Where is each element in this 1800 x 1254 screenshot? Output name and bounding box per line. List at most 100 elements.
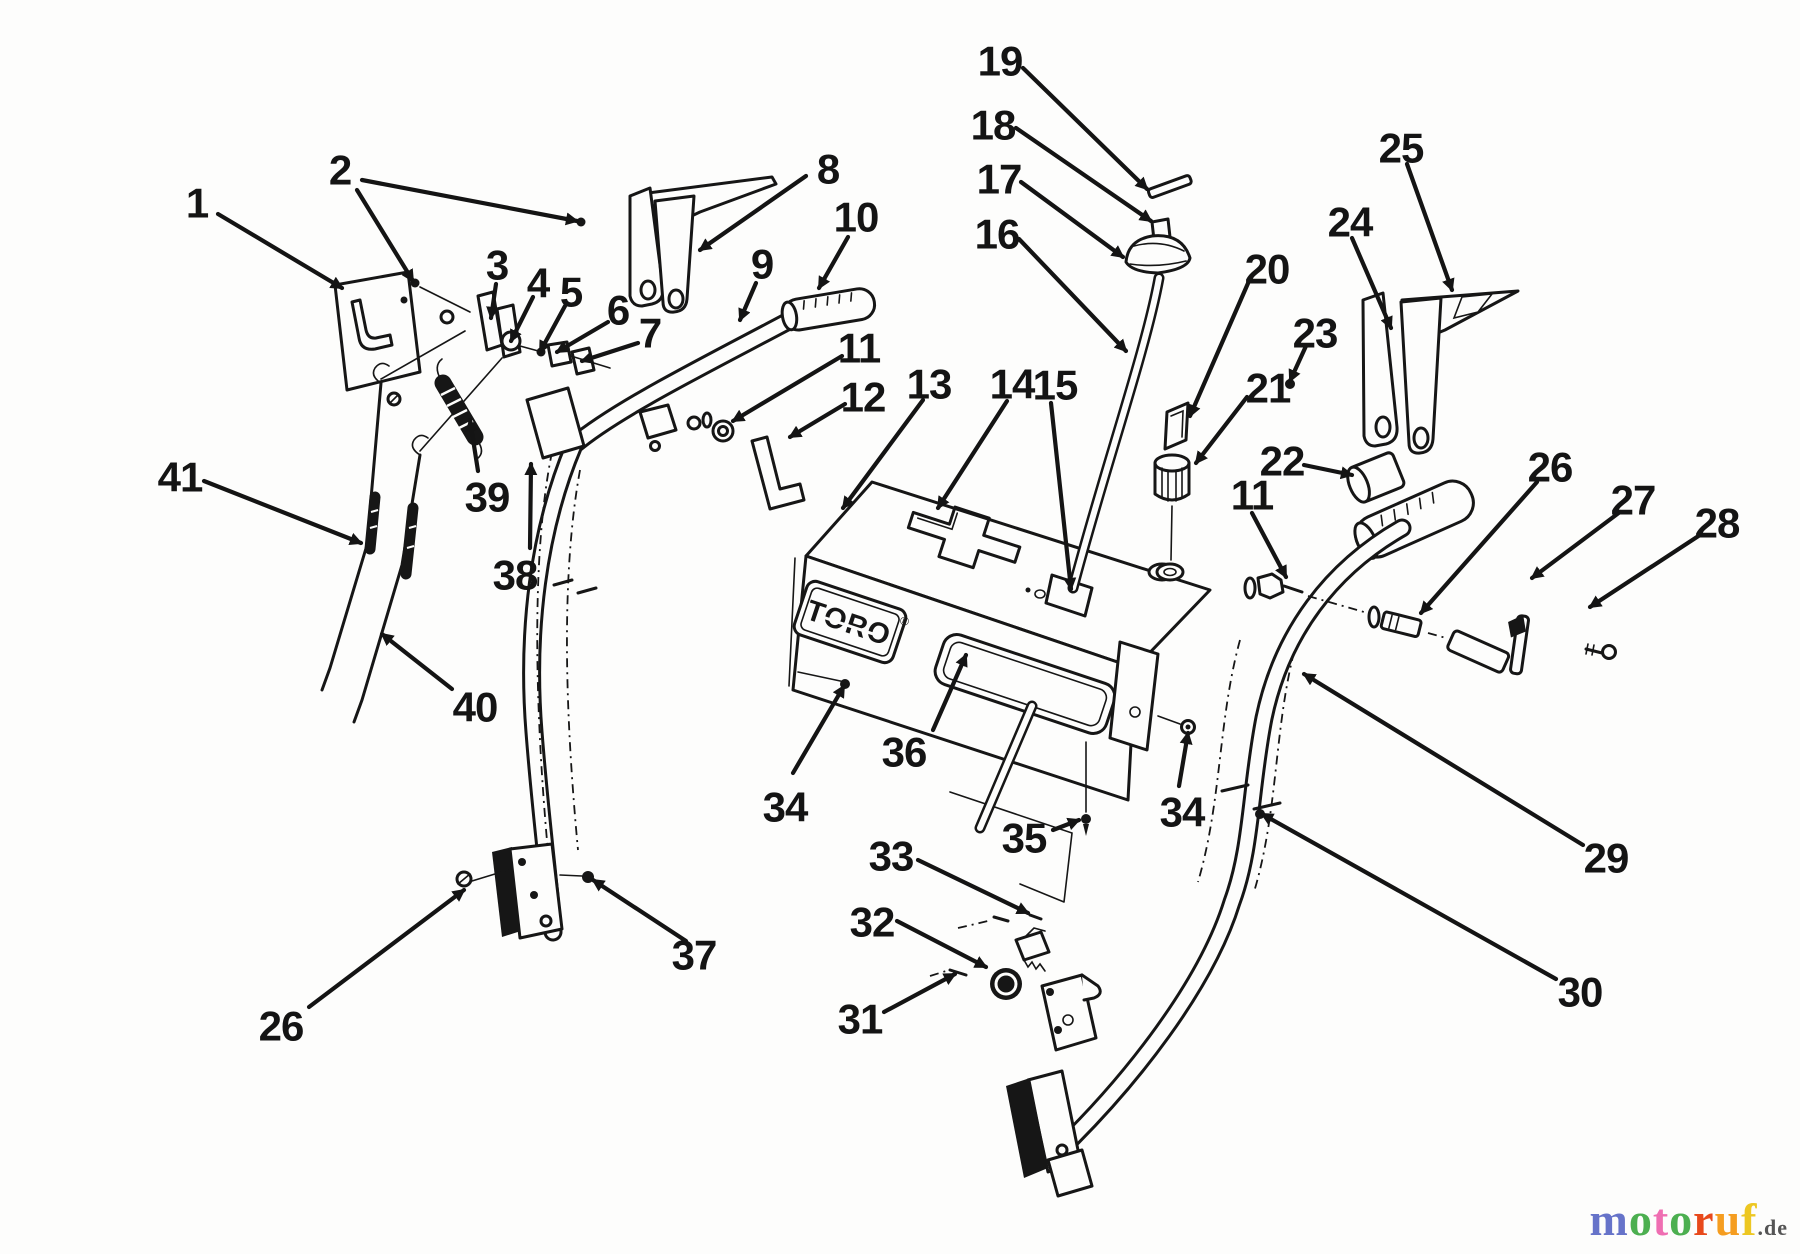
part-number-35: 35 — [1002, 815, 1047, 862]
callout-1: 1 — [186, 180, 345, 291]
leader-line-9 — [737, 280, 759, 323]
watermark-letter: m — [1589, 1194, 1629, 1245]
leader-line-14 — [935, 398, 1010, 511]
callout-23: 23 — [1287, 310, 1338, 384]
callout-38: 38 — [493, 461, 539, 599]
watermark-letter: u — [1714, 1194, 1742, 1245]
part-number-31: 31 — [838, 996, 883, 1043]
leader-line-13 — [840, 397, 926, 511]
o-ring — [1155, 562, 1185, 582]
callout-12: 12 — [787, 374, 886, 440]
part-number-26: 26 — [259, 1003, 304, 1050]
part-number-7: 7 — [639, 310, 661, 357]
shift-knob — [1124, 217, 1192, 275]
callout-34: 34 — [1160, 730, 1207, 836]
callout-3: 3 — [486, 242, 509, 321]
callout-9: 9 — [737, 241, 774, 323]
leader-line-7 — [579, 340, 641, 364]
part-number-36: 36 — [882, 729, 927, 776]
leader-line-34 — [1176, 730, 1193, 789]
part-number-4: 4 — [527, 260, 551, 307]
leader-line-35 — [1050, 817, 1082, 833]
callout-7: 7 — [579, 310, 662, 364]
part-number-27: 27 — [1611, 477, 1656, 524]
part-number-10: 10 — [834, 194, 879, 241]
leader-line-2 — [359, 177, 580, 226]
shift-lever — [974, 272, 1165, 834]
leader-line-3 — [486, 281, 500, 321]
callout-32: 32 — [850, 899, 989, 970]
callout-11: 11 — [1231, 472, 1289, 580]
callout-16: 16 — [975, 211, 1129, 354]
leader-line-40 — [379, 631, 455, 692]
watermark-letter: o — [1628, 1194, 1653, 1245]
part-number-40: 40 — [453, 684, 498, 731]
leader-line-26 — [306, 887, 467, 1010]
callout-2: 2 — [329, 147, 580, 284]
leader-line-12 — [787, 401, 848, 440]
left-hand-grip — [780, 287, 877, 332]
spacer-sleeve-22 — [1346, 451, 1406, 504]
leader-line-27 — [1529, 509, 1623, 581]
control-panel: TORO ® — [788, 480, 1212, 802]
callout-8: 8 — [697, 146, 841, 253]
leader-line-31 — [881, 971, 958, 1015]
part-number-2: 2 — [329, 147, 351, 194]
callout-13: 13 — [840, 361, 952, 511]
part-number-26: 26 — [1528, 444, 1573, 491]
callout-22: 22 — [1260, 438, 1355, 485]
leader-line-28 — [1587, 532, 1703, 610]
leader-line-2 — [354, 187, 416, 284]
leader-line-25 — [1404, 161, 1455, 293]
callout-5: 5 — [537, 269, 584, 355]
leader-line-32 — [894, 918, 989, 970]
watermark-letter: o — [1669, 1194, 1694, 1245]
part-number-30: 30 — [1558, 969, 1603, 1016]
part-number-11: 11 — [838, 325, 881, 372]
detent-clip-33 — [1014, 927, 1051, 972]
left-lower-bracket — [455, 842, 594, 940]
part-number-34: 34 — [1160, 789, 1206, 836]
callout-18: 18 — [971, 102, 1154, 224]
callout-28: 28 — [1587, 500, 1741, 610]
leader-line-10 — [816, 234, 851, 291]
shift-link-rod — [750, 435, 806, 511]
left-handle-tube — [522, 306, 808, 942]
part-number-9: 9 — [751, 241, 773, 288]
part-number-41: 41 — [158, 454, 203, 501]
pin-31 — [948, 968, 968, 977]
pivot-rod-27 — [1446, 614, 1530, 676]
part-number-14: 14 — [990, 361, 1036, 408]
leader-line-22 — [1301, 462, 1355, 480]
detent-hardware — [929, 913, 1051, 1000]
callout-15: 15 — [1033, 362, 1079, 592]
left-wing-bracket — [628, 175, 778, 314]
cable-turnbuckle — [400, 502, 419, 580]
part-number-3: 3 — [486, 242, 508, 289]
callout-26: 26 — [259, 887, 467, 1050]
callout-27: 27 — [1529, 477, 1656, 581]
part-number-34: 34 — [763, 784, 809, 831]
part-number-21: 21 — [1246, 365, 1291, 412]
callout-34: 34 — [763, 683, 847, 831]
right-tube-lower-end — [1006, 1069, 1094, 1198]
part-number-17: 17 — [977, 156, 1022, 203]
part-number-25: 25 — [1379, 125, 1424, 172]
callout-11: 11 — [730, 325, 882, 424]
callout-25: 25 — [1379, 125, 1455, 293]
part-number-37: 37 — [672, 932, 717, 979]
watermark-letter: r — [1693, 1194, 1715, 1245]
callout-35: 35 — [1002, 815, 1082, 862]
part-number-5: 5 — [560, 269, 583, 316]
leader-line-23 — [1287, 343, 1309, 384]
callout-19: 19 — [978, 38, 1150, 192]
leader-line-38 — [524, 461, 538, 551]
callout-29: 29 — [1301, 671, 1629, 882]
right-tube-bracket — [1040, 973, 1102, 1052]
part-number-20: 20 — [1245, 246, 1290, 293]
callout-37: 37 — [590, 877, 717, 979]
callout-17: 17 — [977, 156, 1126, 260]
cable-turnbuckle — [364, 491, 381, 555]
leader-line-41 — [201, 478, 364, 546]
